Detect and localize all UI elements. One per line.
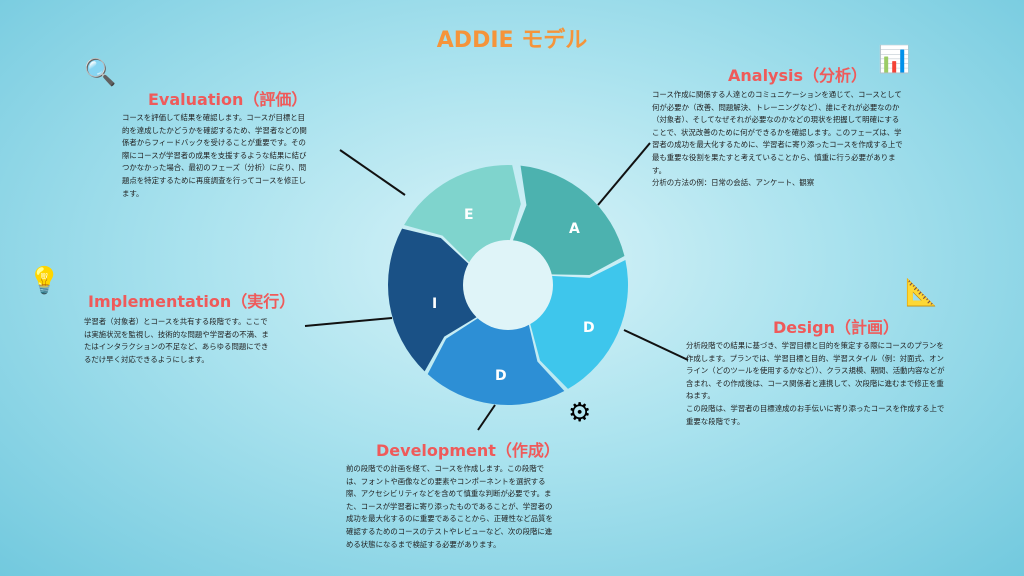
cycle-label-i: I (432, 296, 438, 312)
cycle-label-a: A (569, 221, 580, 237)
cycle-segment-evaluation (404, 165, 521, 263)
evaluation-magnifier-icon: 🔍 (84, 58, 117, 88)
connector-analysis (597, 142, 651, 206)
design-body: 分析段階での結果に基づき、学習目標と目的を策定する際にコースのプランを 作成しま… (686, 341, 945, 426)
design-heading: Design（計画） (773, 318, 899, 337)
cycle-center (463, 240, 553, 330)
analysis-body: コース作成に関係する人達とのコミュニケーションを通じて、コースとして 何が必要か… (652, 90, 903, 188)
cycle-segment-development (427, 317, 565, 406)
development-heading: Development（作成） (376, 441, 560, 460)
implementation-body: 学習者（対象者）とコースを共有する段階です。ここで は実施状況を監視し、技術的な… (84, 317, 269, 364)
development-body: 前の段階での計画を経て、コースを作成します。この段階で は、フォントや画像などの… (346, 464, 553, 549)
page-title: ADDIE モデル (436, 28, 588, 53)
implementation-lightbulb-gear-icon: 💡 (28, 266, 61, 296)
analysis-people-icon: 📊 (878, 45, 911, 75)
cycle-label-e: E (464, 207, 474, 223)
connector-development (477, 404, 496, 431)
analysis-heading: Analysis（分析） (728, 66, 868, 85)
cycle-segment-design (530, 260, 628, 389)
cycle-segment-analysis (512, 165, 625, 276)
development-gears-icon: ⚙ (568, 398, 592, 428)
evaluation-heading: Evaluation（評価） (148, 90, 308, 109)
design-blueprint-icon: 📐 (905, 278, 938, 308)
connector-implementation (304, 317, 393, 327)
cycle-segment-implementation (388, 228, 478, 372)
implementation-heading: Implementation（実行） (88, 292, 296, 311)
cycle-label-d-development: D (495, 368, 507, 384)
connector-design (623, 329, 689, 361)
connector-evaluation (339, 149, 406, 196)
evaluation-body: コースを評価して結果を確認します。コースが目標と目 的を達成したかどうかを確認す… (122, 113, 307, 198)
cycle-label-d-design: D (583, 320, 595, 336)
